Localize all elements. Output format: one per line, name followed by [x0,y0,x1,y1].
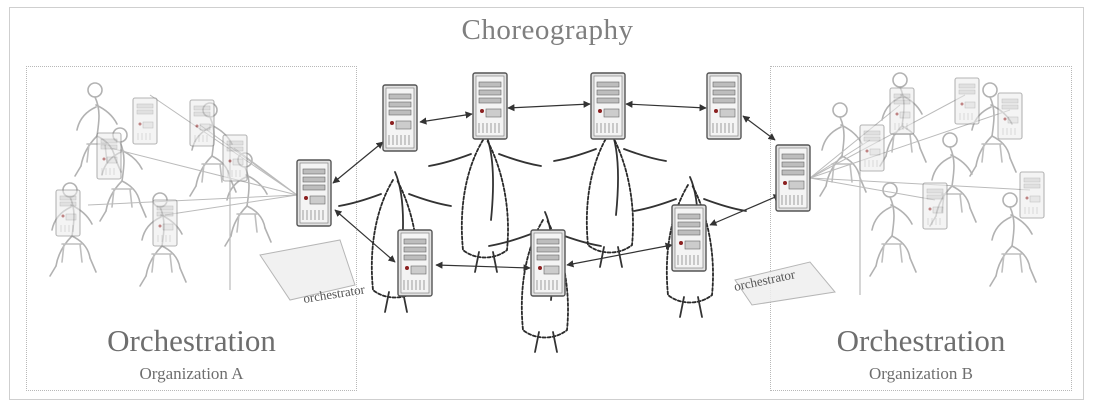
orchestration-caption-b: Orchestration [770,323,1072,359]
organization-b-label: Organization B [770,364,1072,384]
orchestration-caption-a: Orchestration [26,323,357,359]
diagram-title: Choreography [0,14,1095,47]
choreography-servers [297,73,810,296]
organization-a-label: Organization A [26,364,357,384]
